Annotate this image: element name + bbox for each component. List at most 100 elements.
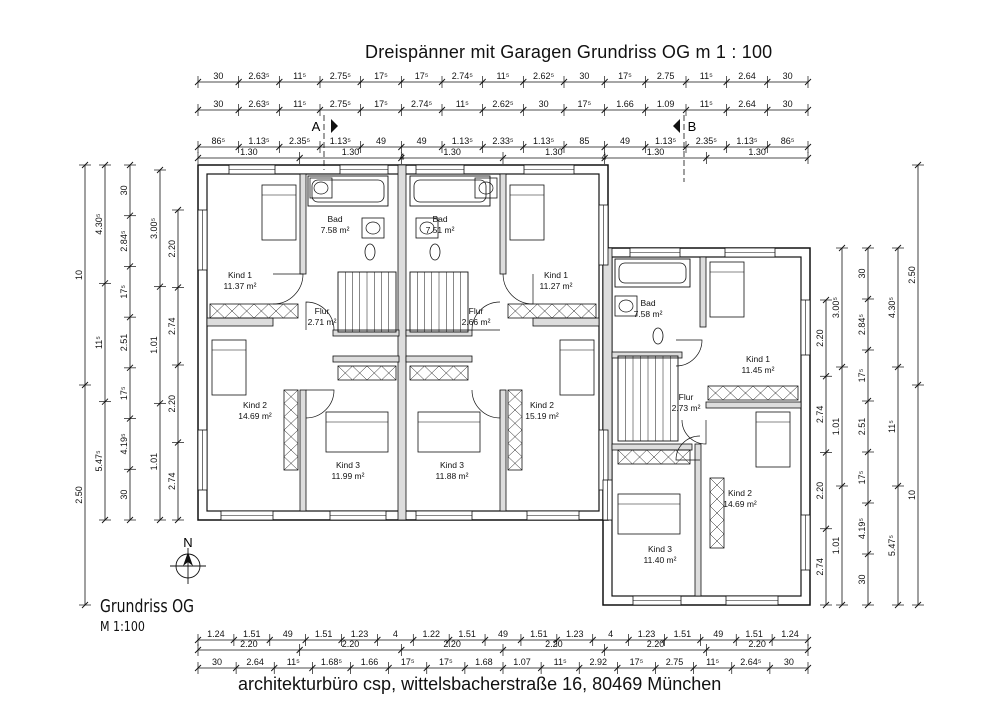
dimension-slash — [445, 636, 453, 644]
dimension-slash — [642, 106, 649, 114]
dimension-label: 2.51 — [857, 418, 867, 436]
dimension-slash — [625, 636, 632, 644]
dimension-label: 2.84⁵ — [119, 230, 129, 252]
dimension-slash — [499, 664, 507, 672]
dimension-label: 30 — [857, 574, 867, 584]
dimension-slash — [156, 166, 164, 174]
room-label: Kind 311.88 m² — [436, 460, 469, 481]
dimension-label: 4 — [608, 629, 613, 639]
dimension-slash — [822, 525, 830, 533]
dimension-slash — [398, 154, 405, 162]
dimension-slash — [101, 161, 109, 169]
dimension-slash — [276, 78, 283, 86]
dimension-slash — [652, 664, 659, 672]
wardrobe-cross — [453, 365, 469, 381]
dimension-label: 1.09 — [657, 99, 675, 109]
sink — [415, 217, 439, 239]
dimension-slash — [194, 646, 202, 654]
dimension-slash — [703, 154, 710, 162]
dimension-label: 2.75⁵ — [330, 71, 352, 81]
dimension-slash — [838, 363, 846, 371]
wall-hatch — [499, 389, 507, 512]
sink-bowl — [419, 221, 435, 235]
dimension-label: 30 — [783, 71, 793, 81]
wardrobe-cross — [507, 456, 523, 471]
dimension-slash — [682, 78, 690, 86]
dimension-label: 1.23 — [351, 629, 369, 639]
dimension-slash — [423, 664, 431, 672]
dimension-slash — [126, 415, 134, 422]
wardrobe-cross — [507, 416, 523, 431]
dimension-slash — [614, 664, 621, 672]
room-label: Kind 111.37 m² — [224, 270, 257, 291]
dimension-label: 1.23 — [566, 629, 584, 639]
dimension-label: 1.13⁵ — [655, 136, 677, 146]
bathtub — [307, 175, 389, 207]
wardrobe-cross — [409, 365, 425, 381]
dimension-slash — [347, 664, 354, 672]
dimension-label: 2.62⁵ — [533, 71, 555, 81]
door-swing — [305, 389, 335, 419]
room-name: Bad — [640, 298, 655, 308]
wardrobe-cross — [522, 303, 538, 319]
dimension-slash — [768, 636, 776, 644]
toilet — [364, 243, 376, 261]
dimension-slash — [194, 143, 202, 151]
dimension-slash — [703, 646, 710, 654]
dimension-label: 30 — [783, 99, 793, 109]
dimension-slash — [864, 499, 872, 507]
bed — [755, 411, 791, 468]
dimension-slash — [690, 664, 697, 672]
dimension-slash — [764, 143, 771, 151]
dimension-label: 17⁵ — [374, 99, 388, 109]
dimension-slash — [822, 449, 830, 456]
wardrobe-cross — [661, 449, 676, 465]
room-area: 11.40 m² — [644, 555, 677, 565]
dimension-label: 1.01 — [149, 336, 159, 354]
wall-hatch — [699, 256, 707, 328]
room-area: 14.69 m² — [238, 411, 272, 421]
wardrobe — [507, 303, 597, 319]
dimension-label: 1.01 — [149, 453, 159, 471]
wardrobe-cross — [438, 365, 454, 381]
dimension-label: 11⁵ — [287, 657, 300, 667]
dimension-label: 1.51 — [745, 629, 763, 639]
wardrobe-cross — [283, 403, 299, 417]
room-name: Bad — [327, 214, 342, 224]
dimension-label: 17⁵ — [577, 99, 591, 109]
room-area: 2.66 m² — [462, 317, 491, 327]
dimension-label: 17⁵ — [618, 71, 632, 81]
room-area: 2.73 m² — [672, 403, 701, 413]
dimension-slash — [894, 482, 902, 490]
toilet — [429, 243, 441, 261]
dimension-slash — [126, 313, 134, 321]
dimension-slash — [479, 78, 486, 86]
bathtub — [409, 175, 491, 207]
dimension-mark: 4 — [399, 152, 404, 162]
dimension-slash — [822, 601, 830, 609]
dimension-slash — [126, 161, 134, 169]
dimension-label: 30 — [119, 185, 129, 195]
room-name: Kind 3 — [648, 544, 672, 554]
dimension-label: 1.24 — [781, 629, 799, 639]
dimension-label: 17⁵ — [857, 368, 867, 382]
bed — [559, 339, 595, 396]
wall-hatch — [705, 401, 802, 409]
wardrobe-cross — [551, 303, 567, 319]
dimension-label: 11⁵ — [554, 657, 567, 667]
dimension-slash — [126, 364, 134, 372]
bed — [211, 339, 247, 396]
dimension-label: 30 — [119, 490, 129, 500]
wardrobe-cross — [283, 429, 299, 444]
wardrobe-cross — [283, 389, 299, 404]
section-arrow — [331, 119, 338, 133]
wall-hatch — [611, 351, 683, 359]
wardrobe-cross — [283, 303, 299, 319]
wall-hatch — [532, 317, 600, 327]
dimension-slash — [838, 244, 846, 252]
sink — [361, 217, 385, 239]
door-swing — [272, 273, 304, 305]
dimension-slash — [822, 296, 830, 304]
dimension-label: 2.20 — [545, 639, 563, 649]
